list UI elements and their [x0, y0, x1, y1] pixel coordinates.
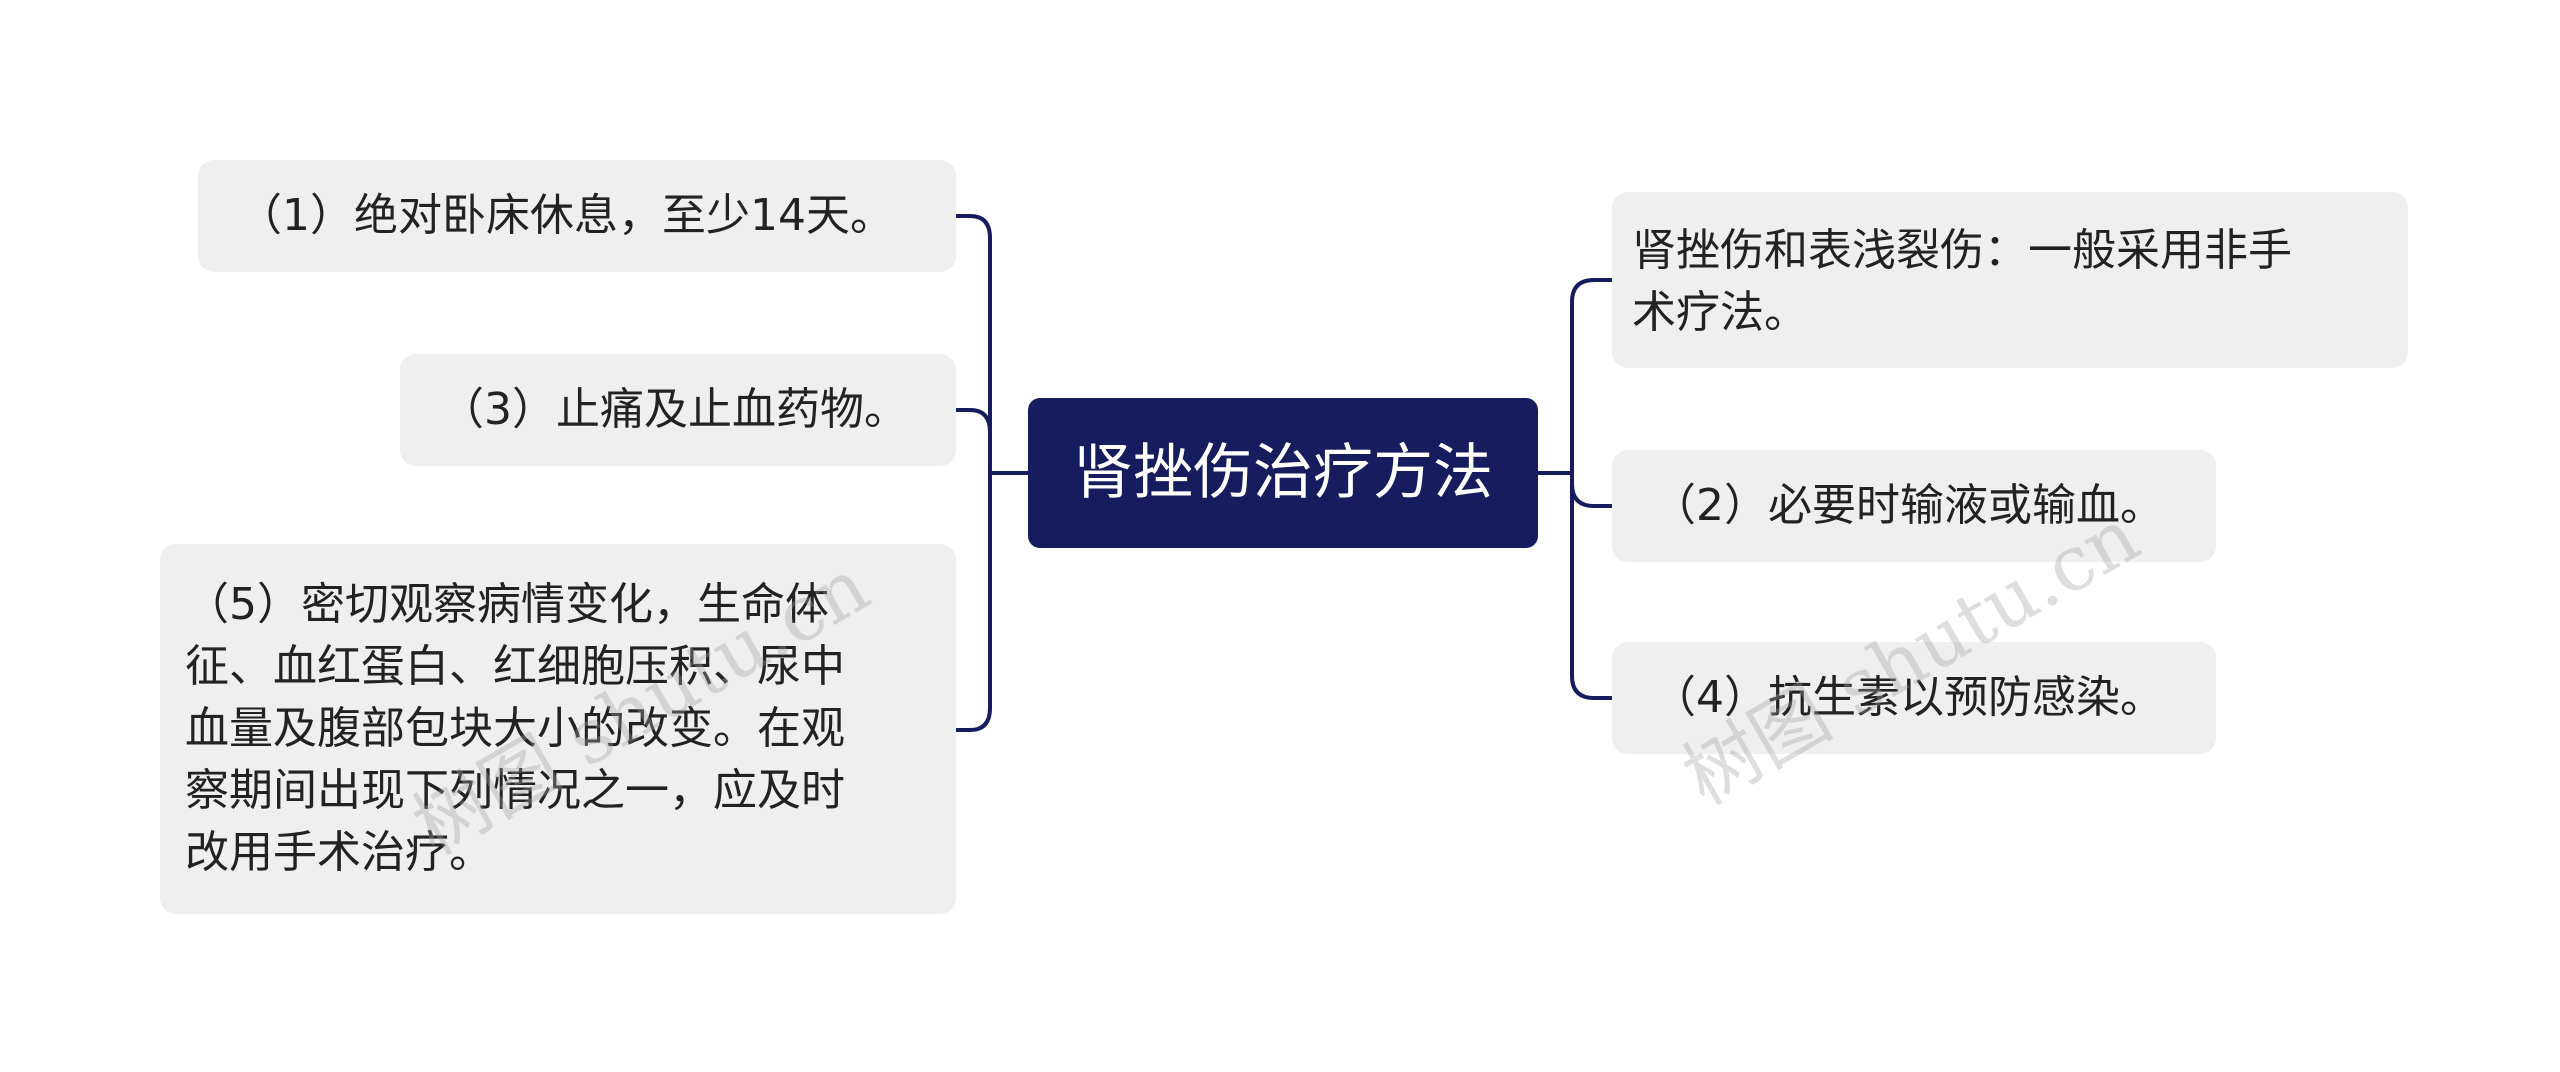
node-text-line: 改用手术治疗。 [185, 827, 493, 878]
connector-right-1 [1570, 278, 1612, 303]
node-text-line: （1）绝对卧床休息，至少14天。 [238, 190, 894, 241]
connector-right-2 [1570, 483, 1612, 508]
branch-node-left-1[interactable]: （1）绝对卧床休息，至少14天。 [198, 160, 956, 272]
node-text-line: 征、血红蛋白、红细胞压积、尿中 [185, 641, 845, 692]
node-text-line: 血量及腹部包块大小的改变。在观 [185, 703, 845, 754]
node-text-line: （3）止痛及止血药物。 [440, 384, 908, 435]
node-text-line: 肾挫伤和表浅裂伤：一般采用非手 [1632, 225, 2292, 276]
branch-node-right-2[interactable]: （2）必要时输液或输血。 [1612, 450, 2216, 562]
connector-left-2 [956, 408, 992, 433]
branch-node-right-3[interactable]: （4）抗生素以预防感染。 [1612, 642, 2216, 754]
connector-right-3 [1570, 675, 1612, 700]
root-node[interactable]: 肾挫伤治疗方法 [1028, 398, 1538, 548]
branch-node-left-2[interactable]: （3）止痛及止血药物。 [400, 354, 956, 466]
node-text-line: 察期间出现下列情况之一，应及时 [185, 765, 845, 816]
node-text-line: （5）密切观察病情变化，生命体 [185, 579, 829, 630]
branch-node-left-3[interactable]: （5）密切观察病情变化，生命体 征、血红蛋白、红细胞压积、尿中 血量及腹部包块大… [160, 544, 956, 914]
node-text-line: （2）必要时输液或输血。 [1652, 480, 2164, 531]
connector-left-1 [956, 214, 992, 239]
branch-node-right-1[interactable]: 肾挫伤和表浅裂伤：一般采用非手 术疗法。 [1612, 192, 2408, 368]
node-text-line: （4）抗生素以预防感染。 [1652, 672, 2164, 723]
node-text-line: 术疗法。 [1632, 287, 1808, 338]
connector-left-3 [956, 707, 992, 732]
